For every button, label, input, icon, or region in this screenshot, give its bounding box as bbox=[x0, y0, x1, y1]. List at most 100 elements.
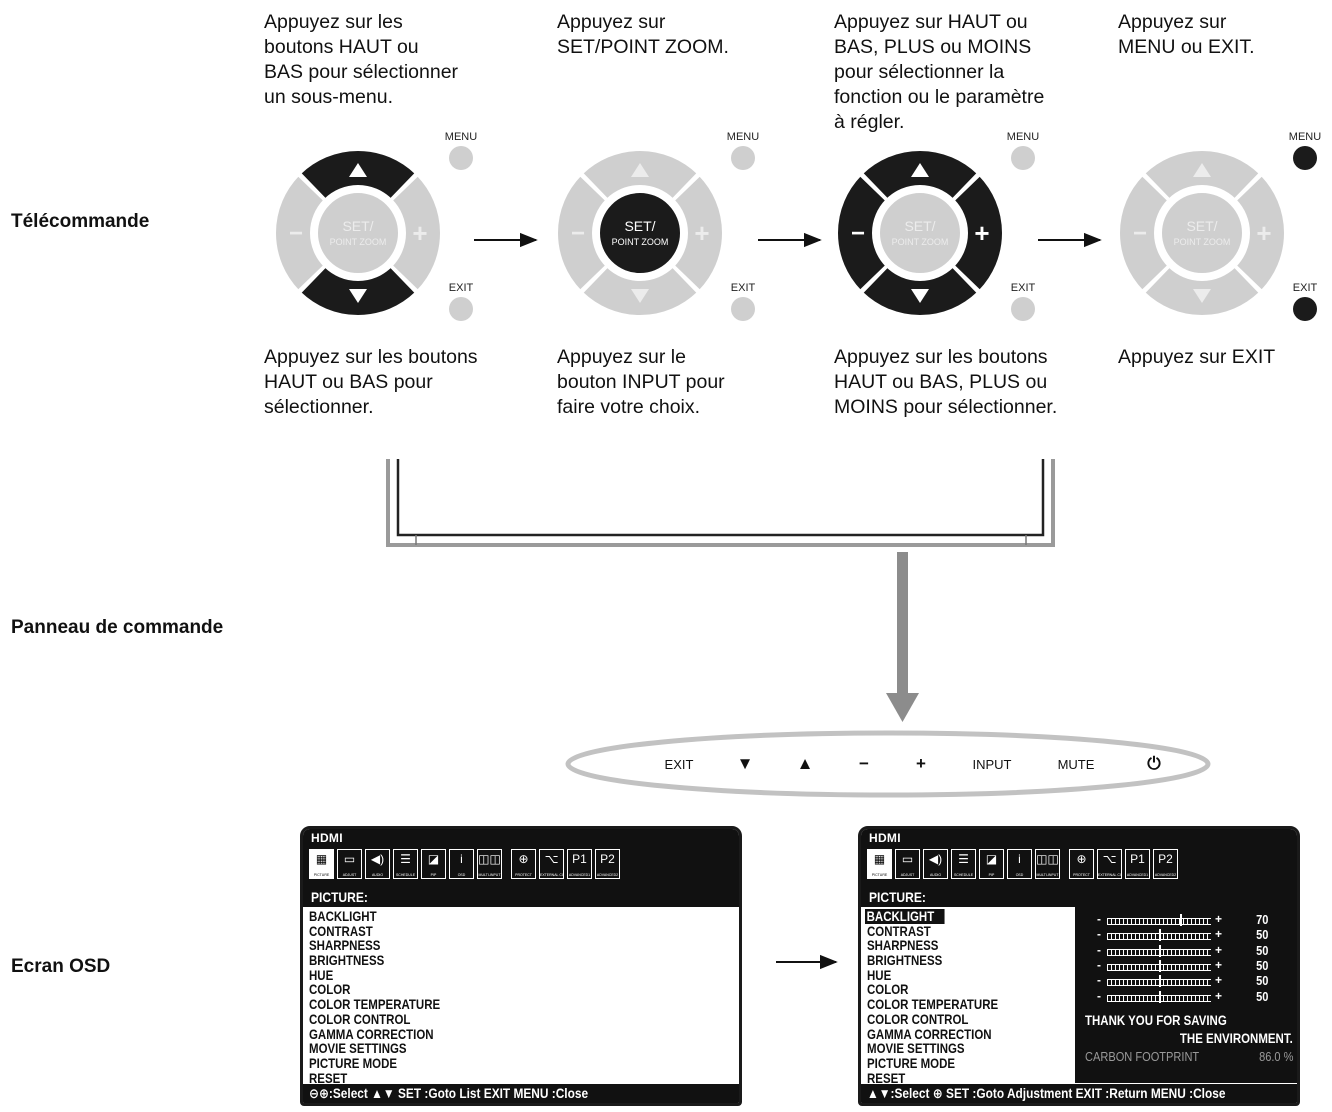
slider-knob[interactable] bbox=[1159, 990, 1161, 1003]
osd-tab-audio-icon[interactable]: ◀)AUDIO bbox=[365, 849, 390, 879]
osd-tab-audio-icon[interactable]: ◀)AUDIO bbox=[923, 849, 948, 879]
remote-left-button[interactable] bbox=[274, 173, 326, 293]
osd-tab-label: PROTECT bbox=[1073, 873, 1090, 877]
remote-menu-button[interactable] bbox=[731, 146, 755, 170]
remote-set-point-zoom-button[interactable] bbox=[598, 191, 682, 275]
osd-slider[interactable]: -+50 bbox=[1097, 989, 1287, 1005]
remote-exit-button[interactable] bbox=[449, 297, 473, 321]
panel-up-button[interactable]: ▲ bbox=[797, 754, 814, 773]
osd-menu-item-color[interactable]: COLOR bbox=[867, 981, 909, 998]
osd-menu-item-color[interactable]: COLOR bbox=[309, 981, 351, 998]
remote-menu-button[interactable] bbox=[1011, 146, 1035, 170]
osd-menu-item-reset[interactable]: RESET bbox=[867, 1069, 906, 1086]
remote-set-point-zoom-button[interactable] bbox=[316, 191, 400, 275]
remote-menu-button[interactable] bbox=[449, 146, 473, 170]
osd-menu-item-gamma-correction[interactable]: GAMMA CORRECTION bbox=[867, 1025, 992, 1042]
osd-slider[interactable]: -+50 bbox=[1097, 974, 1287, 989]
osd-menu-item-reset[interactable]: RESET bbox=[309, 1069, 348, 1086]
osd-source-label: HDMI bbox=[869, 831, 901, 845]
remote-set-point-zoom-button[interactable] bbox=[878, 191, 962, 275]
remote-menu-button[interactable] bbox=[1293, 146, 1317, 170]
osd-tab-adjust-icon[interactable]: ▭ADJUST bbox=[337, 849, 362, 879]
osd-menu-item-picture-mode[interactable]: PICTURE MODE bbox=[867, 1054, 956, 1071]
eco-message-line2: THE ENVIRONMENT. bbox=[1180, 1031, 1293, 1046]
slider-knob[interactable] bbox=[1159, 975, 1161, 988]
osd-menu-item-sharpness[interactable]: SHARPNESS bbox=[309, 937, 381, 954]
remote-exit-button[interactable] bbox=[1011, 297, 1035, 321]
osd-header: HDMI ▦PICTURE▭ADJUST◀)AUDIO☰SCHEDULE◪PIP… bbox=[303, 829, 739, 887]
osd-menu-item-picture-mode[interactable]: PICTURE MODE bbox=[309, 1054, 398, 1071]
osd-slider[interactable]: -+50 bbox=[1097, 943, 1287, 959]
osd-menu-item-backlight[interactable]: BACKLIGHT bbox=[309, 908, 377, 924]
panel-power-icon[interactable]: ⏻ bbox=[1147, 754, 1161, 773]
osd-tab-multi-input-icon[interactable]: ◫◫MULTI-INPUT bbox=[1035, 849, 1060, 879]
remote-left-button[interactable] bbox=[836, 173, 888, 293]
osd-tab-protect-icon[interactable]: ⊕PROTECT bbox=[1069, 849, 1094, 879]
connector-bracket bbox=[386, 459, 1055, 547]
osd-menu-item-sharpness[interactable]: SHARPNESS bbox=[867, 937, 939, 954]
slider-knob[interactable] bbox=[1159, 944, 1161, 957]
osd-menu-item-contrast[interactable]: CONTRAST bbox=[867, 922, 931, 939]
osd-menu-item-color-temperature[interactable]: COLOR TEMPERATURE bbox=[867, 996, 999, 1013]
osd-slider[interactable]: -+50 bbox=[1097, 958, 1287, 974]
remote-right-button[interactable] bbox=[1234, 173, 1286, 293]
row-label-control-panel: Panneau de commande bbox=[11, 617, 224, 638]
osd-menu-item-gamma-correction[interactable]: GAMMA CORRECTION bbox=[309, 1025, 434, 1042]
panel-plus-button[interactable]: + bbox=[916, 754, 926, 773]
osd-menu-item-movie-settings[interactable]: MOVIE SETTINGS bbox=[309, 1040, 407, 1057]
panel-minus-button[interactable]: − bbox=[859, 754, 869, 773]
slider-knob[interactable] bbox=[1159, 959, 1161, 972]
osd-tab-external-control-icon[interactable]: ⌥EXTERNAL CONTROL bbox=[1097, 849, 1122, 879]
remote-right-button[interactable] bbox=[390, 173, 442, 293]
osd-tab-glyph: P1 bbox=[1130, 852, 1145, 866]
osd-tab-schedule-icon[interactable]: ☰SCHEDULE bbox=[951, 849, 976, 879]
remote-exit-button[interactable] bbox=[1293, 297, 1317, 321]
panel-input-button[interactable]: INPUT bbox=[973, 757, 1012, 772]
remote-right-button[interactable] bbox=[952, 173, 1004, 293]
osd-tab-protect-icon[interactable]: ⊕PROTECT bbox=[511, 849, 536, 879]
panel-mute-button[interactable]: MUTE bbox=[1058, 757, 1095, 772]
osd-menu-item-contrast[interactable]: CONTRAST bbox=[309, 922, 373, 939]
osd-menu-item-color-control[interactable]: COLOR CONTROL bbox=[309, 1010, 411, 1027]
slider-knob[interactable] bbox=[1159, 929, 1161, 942]
remote-set-point-zoom-button[interactable] bbox=[1160, 191, 1244, 275]
osd-tab-external-control-icon[interactable]: ⌥EXTERNAL CONTROL bbox=[539, 849, 564, 879]
osd-menu-item-brightness[interactable]: BRIGHTNESS bbox=[309, 952, 385, 969]
osd-tab-adjust-icon[interactable]: ▭ADJUST bbox=[895, 849, 920, 879]
slider-knob[interactable] bbox=[1179, 914, 1182, 926]
osd-menu-item-movie-settings[interactable]: MOVIE SETTINGS bbox=[867, 1040, 965, 1057]
remote-right-button[interactable] bbox=[672, 173, 724, 293]
panel-exit-button[interactable]: EXIT bbox=[665, 757, 694, 772]
osd-menu-item-hue[interactable]: HUE bbox=[309, 966, 334, 983]
arrow-down-icon bbox=[911, 289, 929, 303]
osd-tab-pip-icon[interactable]: ◪PIP bbox=[979, 849, 1004, 879]
remote-exit-button[interactable] bbox=[731, 297, 755, 321]
osd-tab-glyph: ◀) bbox=[370, 852, 385, 866]
osd-slider[interactable]: -+50 bbox=[1097, 928, 1287, 943]
osd-menu-item-brightness[interactable]: BRIGHTNESS bbox=[867, 952, 943, 969]
osd-menu-item-color-control[interactable]: COLOR CONTROL bbox=[867, 1010, 969, 1027]
panel-down-button[interactable]: ▼ bbox=[737, 754, 754, 773]
osd-tab-label: OSD bbox=[1015, 873, 1024, 877]
osd-tab-label: ADVANCED2 bbox=[1154, 873, 1177, 877]
osd-tab-schedule-icon[interactable]: ☰SCHEDULE bbox=[393, 849, 418, 879]
osd-tab-multi-input-icon[interactable]: ◫◫MULTI-INPUT bbox=[477, 849, 502, 879]
osd-tab-picture-icon[interactable]: ▦PICTURE bbox=[867, 849, 892, 879]
osd-tab-pip-icon[interactable]: ◪PIP bbox=[421, 849, 446, 879]
remote-left-button[interactable] bbox=[556, 173, 608, 293]
remote-left-button[interactable] bbox=[1118, 173, 1170, 293]
osd-menu-item-hue[interactable]: HUE bbox=[867, 966, 892, 983]
arrow-down-icon bbox=[1193, 289, 1211, 303]
slider-track[interactable] bbox=[1107, 918, 1211, 925]
osd-tab-picture-icon[interactable]: ▦PICTURE bbox=[309, 849, 334, 879]
osd-menu-item-backlight[interactable]: BACKLIGHT bbox=[865, 909, 945, 924]
osd-slider[interactable]: -+70 bbox=[1097, 913, 1287, 928]
osd-menu-item-color-temperature[interactable]: COLOR TEMPERATURE bbox=[309, 996, 441, 1013]
